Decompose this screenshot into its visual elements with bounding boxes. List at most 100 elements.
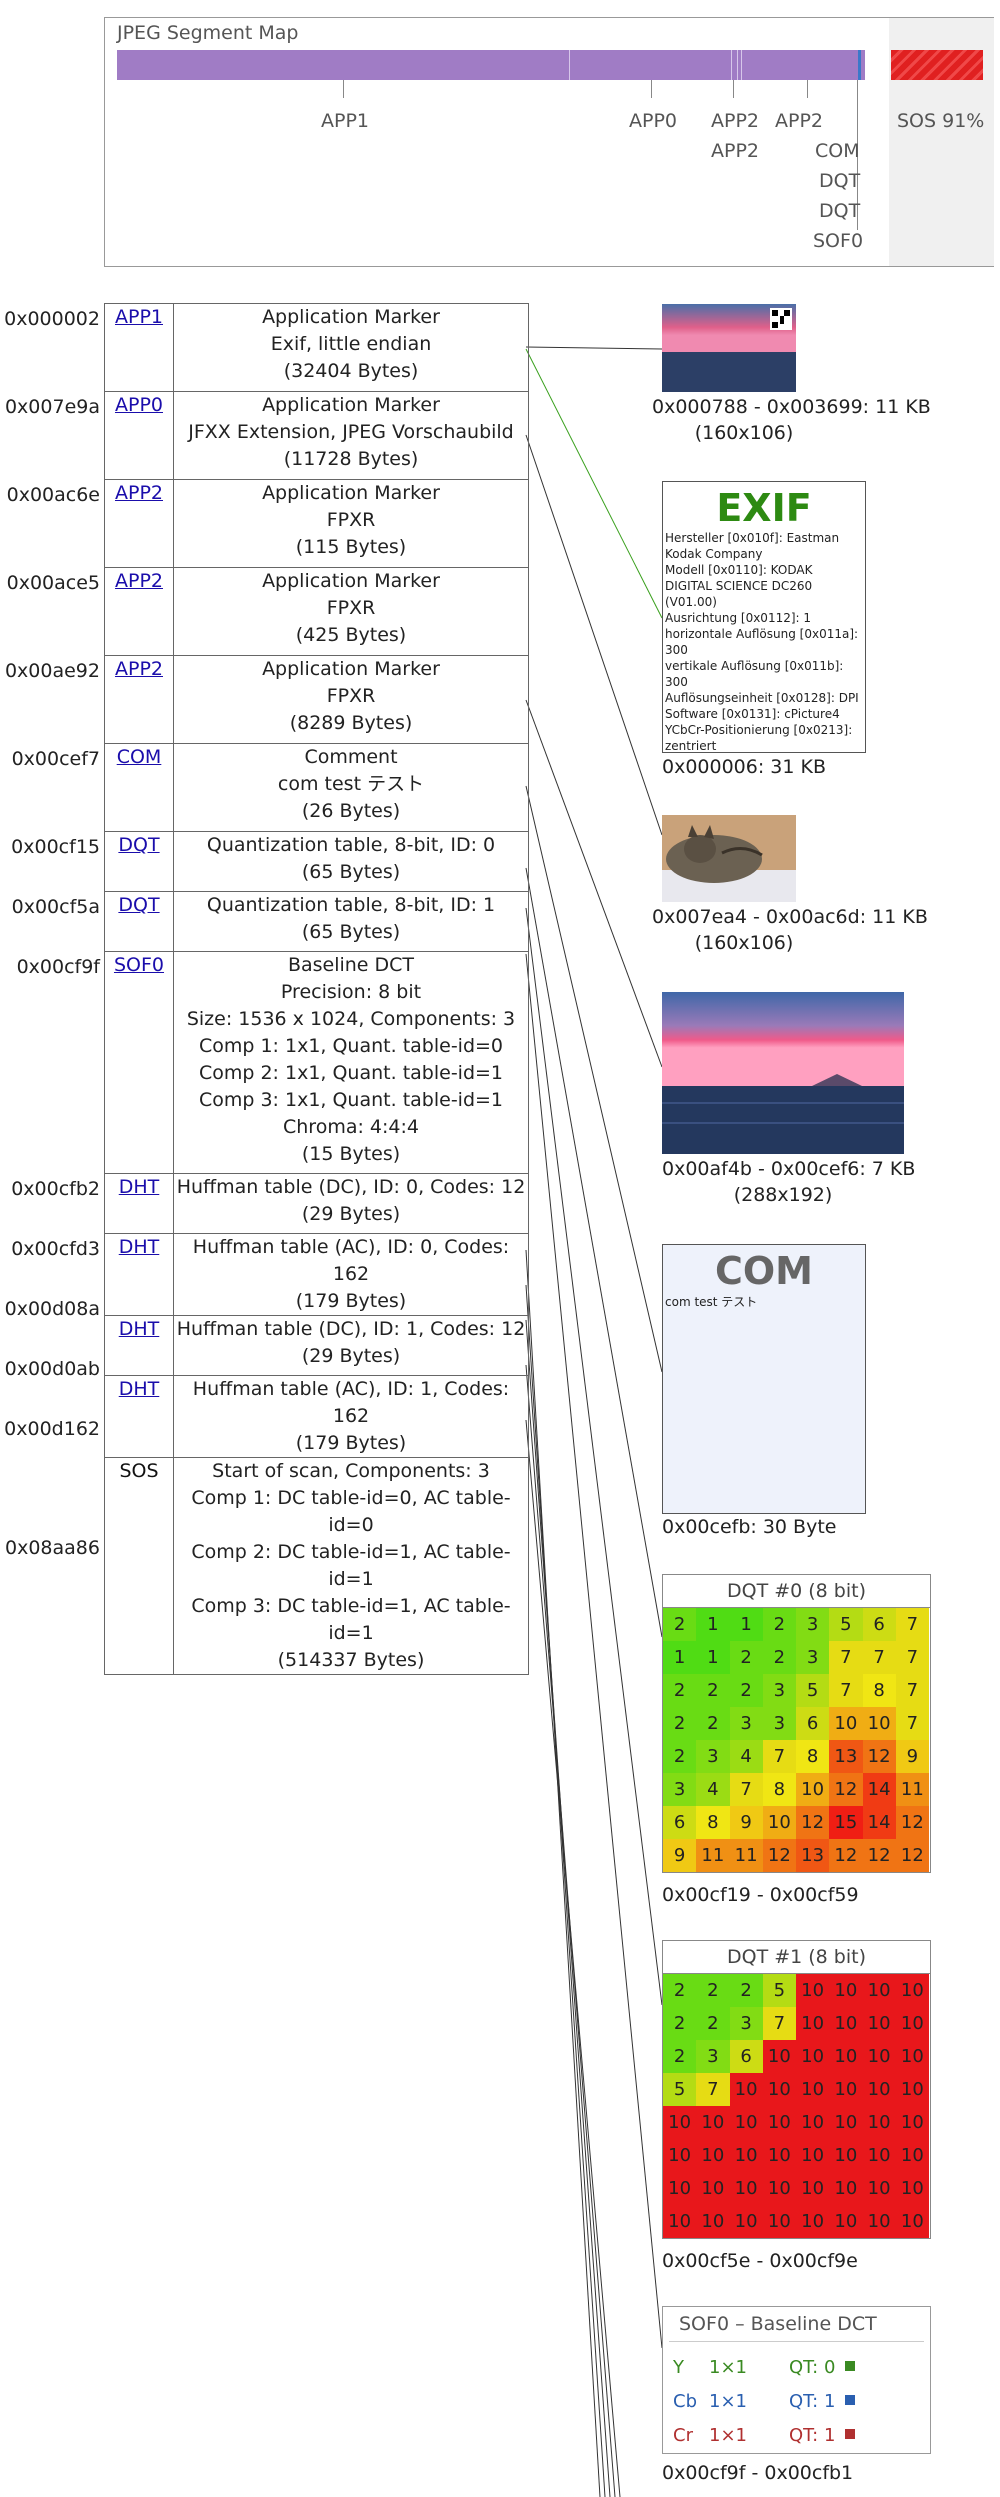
exif-thumbnail-size: (160x106) xyxy=(694,422,794,444)
color-swatch-icon xyxy=(845,2361,856,2371)
dqt-cell: 10 xyxy=(895,2007,929,2040)
dqt-cell: 9 xyxy=(729,1806,763,1839)
dqt-cell: 10 xyxy=(696,2172,730,2205)
dqt1-title: DQT #1 (8 bit) xyxy=(663,1941,930,1974)
segment-tag-cell: DHT xyxy=(104,1173,174,1234)
segment-address: 0x00ac6e xyxy=(6,484,100,506)
dqt-cell: 10 xyxy=(762,2073,796,2106)
segment-bar[interactable] xyxy=(117,50,865,80)
segment-tag-app2-link[interactable]: APP2 xyxy=(114,482,163,504)
segment-tag-cell: APP2 xyxy=(104,479,174,568)
segment-tag-dht-link[interactable]: DHT xyxy=(118,1176,160,1198)
dqt-cell: 12 xyxy=(895,1806,929,1839)
segment-tag-com-link[interactable]: COM xyxy=(116,746,162,768)
segment-description-line: Start of scan, Components: 3 xyxy=(212,1460,490,1482)
dqt-cell: 3 xyxy=(762,1707,796,1740)
segment-address: 0x00ace5 xyxy=(6,572,100,594)
dqt-cell: 10 xyxy=(829,2139,863,2172)
dqt-cell: 10 xyxy=(862,1707,896,1740)
dqt-cell: 5 xyxy=(762,1974,796,2007)
label-app2: APP2 xyxy=(711,140,760,162)
exif-thumbnail-image[interactable] xyxy=(662,304,796,392)
segment-tag-cell: SOF0 xyxy=(104,951,174,1174)
segment-description-line: Application Marker xyxy=(262,658,440,680)
segment-description-line: Huffman table (AC), ID: 0, Codes: 162 xyxy=(192,1236,510,1285)
com-caption: 0x00cefb: 30 Byte xyxy=(662,1516,837,1538)
dqt0-title: DQT #0 (8 bit) xyxy=(663,1575,930,1608)
segment-description-line: Quantization table, 8-bit, ID: 1 xyxy=(206,894,496,916)
segment-description-line: (26 Bytes) xyxy=(301,800,401,822)
dqt-cell: 3 xyxy=(696,2040,730,2073)
dqt-cell: 10 xyxy=(762,2106,796,2139)
dqt-cell: 8 xyxy=(796,1740,830,1773)
segment-tag-cell: DHT xyxy=(104,1233,174,1316)
sof0-component-qt: QT: 0 xyxy=(789,2357,836,2378)
sof0-component-sampling: 1×1 xyxy=(709,2391,747,2412)
exif-thumbnail-caption: 0x000788 - 0x003699: 11 KB xyxy=(652,396,931,418)
dqt-cell: 10 xyxy=(663,2172,697,2205)
dqt-cell: 10 xyxy=(696,2139,730,2172)
dqt-cell: 10 xyxy=(829,1974,863,2007)
dqt-cell: 7 xyxy=(829,1641,863,1674)
segment-tag-cell: DHT xyxy=(104,1315,174,1376)
dqt-cell: 12 xyxy=(895,1839,929,1872)
cat-thumbnail-image[interactable] xyxy=(662,815,796,902)
segment-address: 0x000002 xyxy=(4,308,100,330)
segment-tag-app2-link[interactable]: APP2 xyxy=(114,570,163,592)
segment-tag-app1-link[interactable]: APP1 xyxy=(114,306,163,328)
segment-description-line: (115 Bytes) xyxy=(295,536,407,558)
dqt-cell: 3 xyxy=(729,2007,763,2040)
com-box[interactable]: COM com test テスト xyxy=(662,1244,866,1514)
dqt-cell: 10 xyxy=(796,1974,830,2007)
dqt-cell: 7 xyxy=(696,2073,730,2106)
segment-tag-dht-link[interactable]: DHT xyxy=(118,1318,160,1340)
dqt-cell: 7 xyxy=(762,2007,796,2040)
dqt-cell: 9 xyxy=(663,1839,697,1872)
segment-description-line: Quantization table, 8-bit, ID: 0 xyxy=(206,834,496,856)
segment-address: 0x00d08a xyxy=(4,1298,100,1320)
segment-tag-app0-link[interactable]: APP0 xyxy=(114,394,163,416)
dqt-cell: 9 xyxy=(895,1740,929,1773)
dqt-cell: 10 xyxy=(663,2106,697,2139)
dqt-cell: 5 xyxy=(796,1674,830,1707)
dqt-cell: 2 xyxy=(696,1674,730,1707)
dqt-cell: 10 xyxy=(796,2172,830,2205)
dqt-cell: 13 xyxy=(829,1740,863,1773)
segment-description-line: (15 Bytes) xyxy=(301,1143,401,1165)
dqt-cell: 2 xyxy=(729,1674,763,1707)
segment-row: DQT Quantization table, 8-bit, ID: 1 (65 B… xyxy=(104,891,529,952)
exif-caption: 0x000006: 31 KB xyxy=(662,756,827,778)
segment-description-line: (514337 Bytes) xyxy=(277,1649,425,1671)
segment-description-line: (65 Bytes) xyxy=(301,921,401,943)
dqt-cell: 10 xyxy=(829,2007,863,2040)
sos-bar[interactable] xyxy=(891,50,983,80)
exif-line: YCbCr-Positionierung [0x0213]: zentriert xyxy=(665,723,853,753)
segment-description-line: (65 Bytes) xyxy=(301,861,401,883)
sunset-preview-image[interactable] xyxy=(662,992,904,1154)
segment-description-line: Huffman table (AC), ID: 1, Codes: 162 xyxy=(192,1378,510,1427)
segment-tag-dht-link[interactable]: DHT xyxy=(118,1378,160,1400)
segment-description-line: FPXR xyxy=(326,685,376,707)
segment-tag-dqt-link[interactable]: DQT xyxy=(118,834,160,856)
segment-tag-sof0-link[interactable]: SOF0 xyxy=(113,954,165,976)
segment-tag-app2-link[interactable]: APP2 xyxy=(114,658,163,680)
segment-marker-sof0 xyxy=(858,50,861,80)
segment-description-line: Comp 2: DC table-id=1, AC table-id=1 xyxy=(191,1541,511,1590)
segment-tag-dht-link[interactable]: DHT xyxy=(118,1236,160,1258)
dqt-cell: 2 xyxy=(696,1707,730,1740)
segment-tag-dqt-link[interactable]: DQT xyxy=(118,894,160,916)
exif-box[interactable]: EXIF Hersteller [0x010f]: Eastman Kodak … xyxy=(662,481,866,753)
dqt-cell: 10 xyxy=(796,2139,830,2172)
cat-thumbnail-caption: 0x007ea4 - 0x00ac6d: 11 KB xyxy=(652,906,928,928)
segment-description-cell: Huffman table (DC), ID: 1, Codes: 12(29 … xyxy=(173,1315,529,1376)
label-dqt: DQT xyxy=(819,200,861,222)
dqt-cell: 10 xyxy=(862,2205,896,2238)
